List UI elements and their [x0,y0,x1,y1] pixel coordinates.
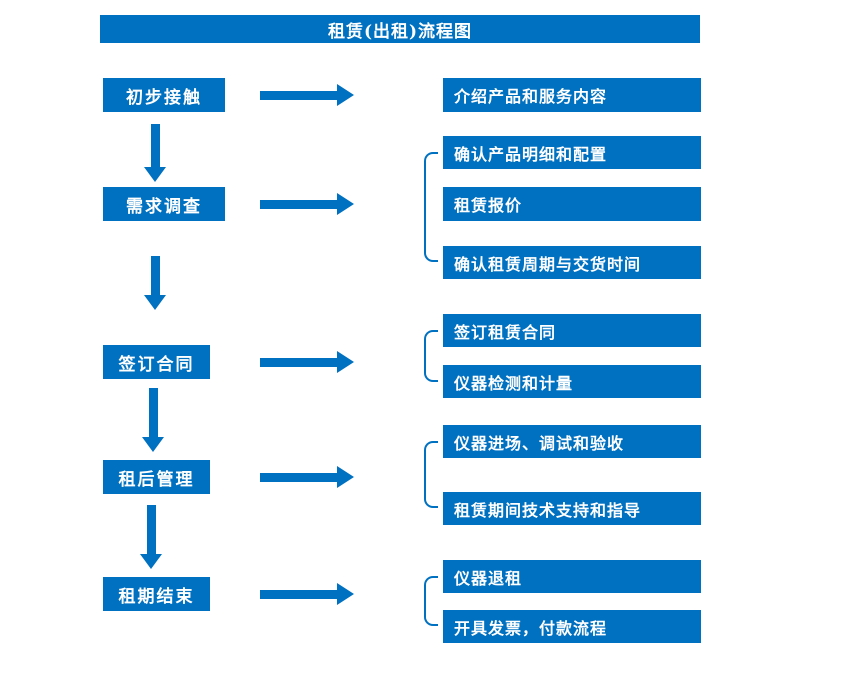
arrow-down-icon [144,256,166,310]
arrow-right-icon [260,466,354,488]
stage-post-rental-mgmt: 租后管理 [103,460,210,494]
arrow-down-icon [140,505,162,569]
stage-demand-survey: 需求调查 [103,187,225,221]
output-instrument-return: 仪器退租 [443,560,701,593]
output-instrument-testing: 仪器检测和计量 [443,365,701,398]
arrow-right-icon [260,351,354,373]
output-invoice-payment: 开具发票，付款流程 [443,610,701,643]
flowchart-title: 租赁(出租)流程图 [100,15,700,43]
output-introduce-products: 介绍产品和服务内容 [443,78,701,112]
brace-icon [424,576,438,626]
output-confirm-product-details: 确认产品明细和配置 [443,136,701,169]
arrow-down-icon [144,124,166,182]
stage-sign-contract: 签订合同 [103,345,210,379]
output-instrument-setup: 仪器进场、调试和验收 [443,425,701,458]
stage-rental-end: 租期结束 [103,577,210,611]
brace-icon [424,152,438,262]
arrow-right-icon [260,583,354,605]
output-rental-quote: 租赁报价 [443,187,701,221]
brace-icon [424,441,438,508]
arrow-right-icon [260,193,354,215]
output-sign-rental-contract: 签订租赁合同 [443,314,701,347]
output-technical-support: 租赁期间技术支持和指导 [443,492,701,525]
stage-initial-contact: 初步接触 [103,78,225,112]
brace-icon [424,330,438,382]
output-confirm-period-delivery: 确认租赁周期与交货时间 [443,246,701,279]
arrow-right-icon [260,84,354,106]
arrow-down-icon [142,388,164,452]
